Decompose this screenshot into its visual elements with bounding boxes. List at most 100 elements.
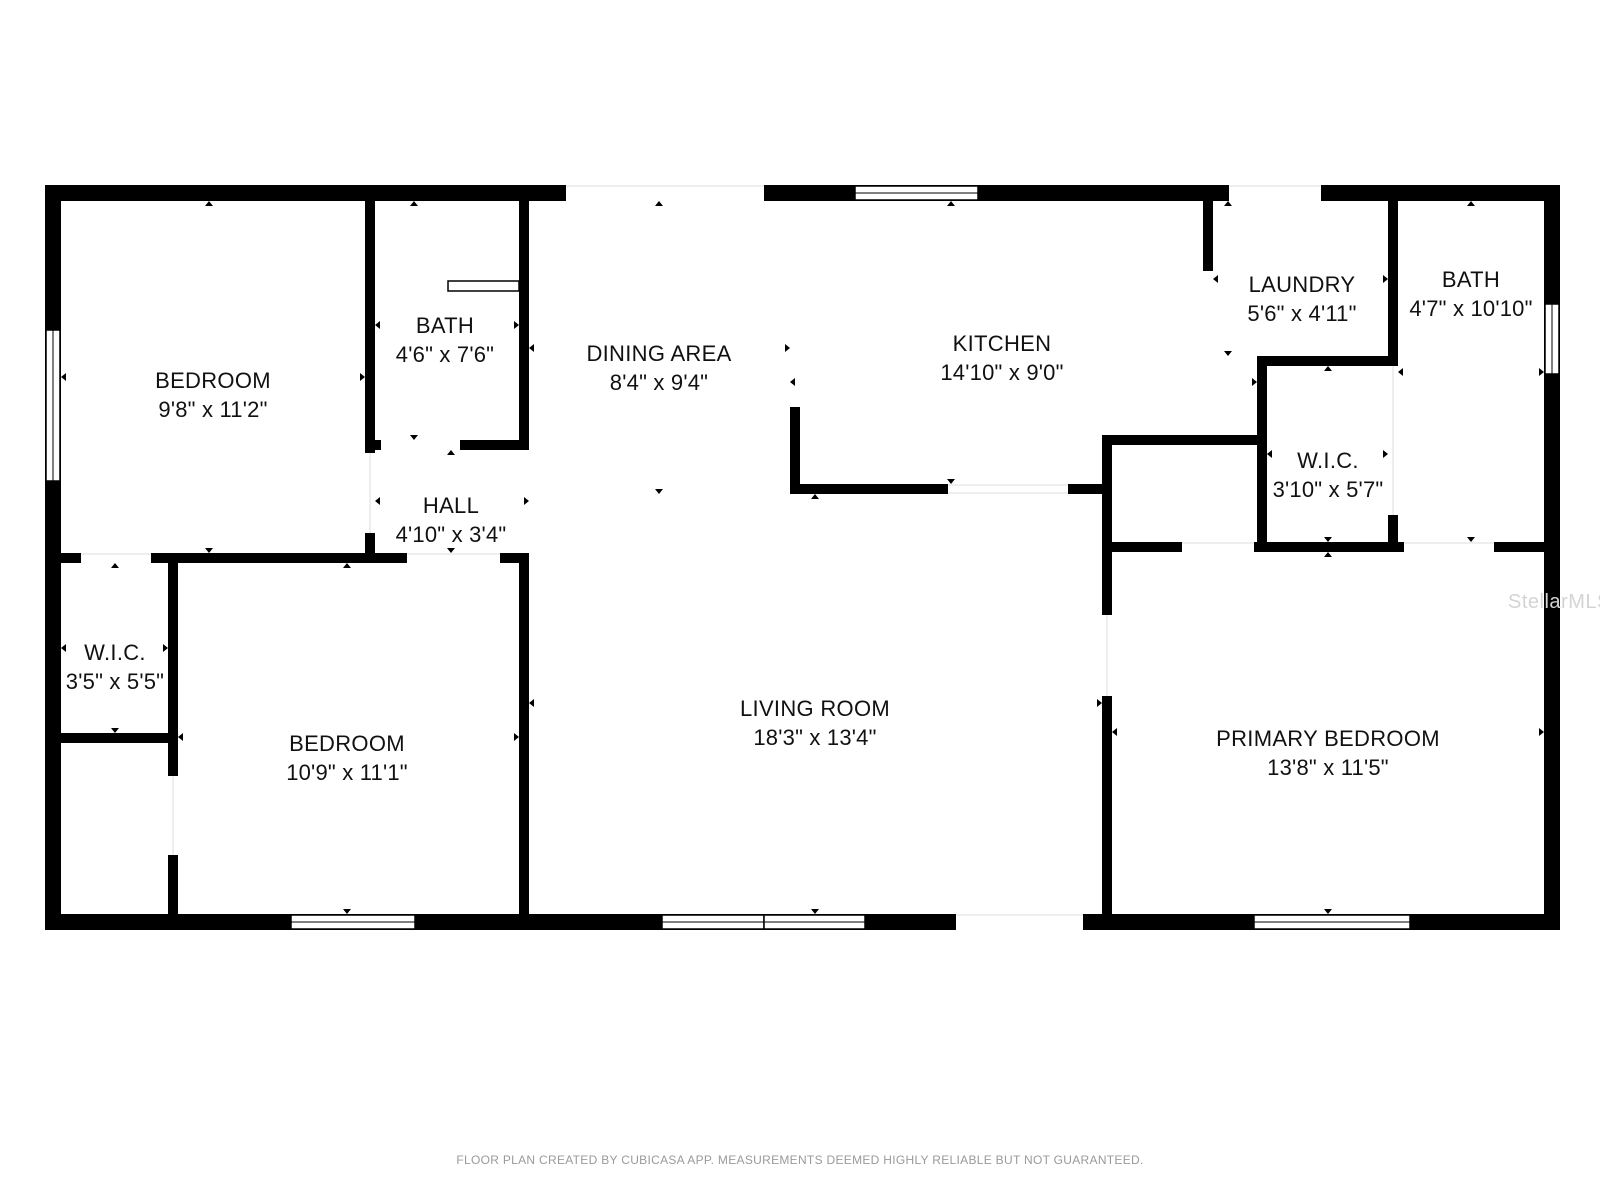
room-name: W.I.C.: [84, 640, 146, 665]
room-name: W.I.C.: [1297, 448, 1359, 473]
marker: [205, 201, 213, 206]
wall-wic1-east-top: [168, 563, 178, 776]
mls-watermark: StellarMLS: [1508, 591, 1600, 613]
room-dimensions: 4'10" x 3'4": [395, 521, 507, 547]
marker: [178, 733, 183, 741]
marker: [1383, 450, 1388, 458]
room-label-bath-1: BATH 4'6" x 7'6": [396, 312, 494, 369]
wall-closet-north: [1102, 435, 1267, 445]
wall-bedroom1-east: [365, 201, 375, 453]
marker: [947, 201, 955, 206]
wall-bedroom2-east: [519, 553, 529, 914]
room-label-wic-2: W.I.C. 3'10" x 5'7": [1273, 447, 1384, 504]
room-dimensions: 9'8" x 11'2": [158, 396, 268, 422]
room-label-bath-2: BATH 4'7" x 10'10": [1409, 266, 1532, 323]
marker: [447, 548, 455, 553]
marker: [343, 563, 351, 568]
room-label-dining-area: DINING AREA 8'4" x 9'4": [586, 340, 731, 397]
room-dimensions: 3'10" x 5'7": [1272, 476, 1384, 502]
marker: [811, 494, 819, 499]
marker: [375, 497, 380, 505]
room-name: KITCHEN: [952, 331, 1052, 356]
exterior-wall-top-right: [1321, 185, 1560, 201]
wall-bath1-south-left: [375, 440, 381, 450]
exterior-wall-top-left: [45, 185, 566, 201]
room-dimensions: 18'3" x 13'4": [753, 724, 877, 750]
exterior-wall-top-mid: [764, 185, 1229, 201]
marker: [1213, 275, 1218, 283]
room-dimensions: 10'9" x 11'1": [286, 759, 408, 785]
room-label-bedroom-2: BEDROOM 10'9" x 11'1": [286, 730, 408, 787]
marker: [360, 373, 365, 381]
room-name: LIVING ROOM: [740, 696, 890, 721]
wall-bedroom1-east-low: [365, 533, 375, 563]
wall-wic1-south: [61, 733, 168, 743]
exterior-wall-left: [45, 185, 61, 930]
marker: [1539, 728, 1544, 736]
room-label-living-room: LIVING ROOM 18'3" x 13'4": [740, 695, 890, 752]
marker: [1324, 537, 1332, 542]
wall-wic2-west: [1257, 356, 1267, 552]
room-label-hall: HALL 4'10" x 3'4": [396, 492, 507, 549]
marker: [1224, 201, 1232, 206]
towel-bar-bath1: [447, 280, 520, 292]
marker: [1539, 368, 1544, 376]
room-dimensions: 3'5" x 5'5": [65, 668, 165, 694]
marker: [655, 489, 663, 494]
footer-disclaimer: FLOOR PLAN CREATED BY CUBICASA APP. MEAS…: [456, 1153, 1144, 1167]
room-name: LAUNDRY: [1248, 272, 1356, 297]
room-dimensions: 8'4" x 9'4": [609, 369, 709, 395]
room-label-bedroom-1: BEDROOM 9'8" x 11'2": [155, 367, 271, 424]
room-name: BEDROOM: [155, 368, 271, 393]
marker: [111, 563, 119, 568]
marker: [343, 909, 351, 914]
wall-bath1-south: [460, 440, 529, 450]
wall-wic2-east-stub: [1388, 515, 1398, 552]
wall-kitchen-stub: [790, 407, 800, 494]
wall-hall-south-right: [500, 553, 529, 563]
marker: [1252, 378, 1257, 386]
marker: [111, 728, 119, 733]
marker: [163, 644, 168, 652]
door-openings: [81, 185, 1494, 916]
marker: [655, 201, 663, 206]
marker: [529, 699, 534, 707]
wall-bath2-west: [1388, 201, 1398, 366]
wall-kitchen-south-b: [1068, 484, 1109, 494]
wall-primary-north-b: [1254, 542, 1404, 552]
wall-primary-west-low: [1102, 696, 1112, 914]
room-dimensions: 13'8" x 11'5": [1267, 754, 1389, 780]
room-dimensions: 4'7" x 10'10": [1409, 295, 1533, 321]
room-name: BATH: [1441, 267, 1501, 292]
room-name: PRIMARY BEDROOM: [1216, 726, 1440, 751]
room-name: BATH: [415, 313, 475, 338]
room-name: BEDROOM: [289, 731, 405, 756]
marker: [1383, 275, 1388, 283]
room-name: HALL: [422, 493, 480, 518]
marker: [514, 321, 519, 329]
marker: [375, 321, 380, 329]
room-label-kitchen: KITCHEN 14'10" x 9'0": [940, 330, 1063, 387]
marker: [514, 733, 519, 741]
marker: [947, 479, 955, 484]
marker: [1324, 366, 1332, 371]
marker: [1398, 368, 1403, 376]
marker: [410, 201, 418, 206]
wall-bedroom1-south-b: [151, 553, 407, 563]
marker: [1112, 728, 1117, 736]
marker: [447, 450, 455, 455]
windows: [45, 185, 1560, 930]
dimension-markers: [61, 201, 1544, 914]
marker: [1467, 537, 1475, 542]
wall-closet-west: [1102, 435, 1112, 615]
marker: [1267, 450, 1272, 458]
wall-bedroom1-south-a: [61, 553, 81, 563]
room-dimensions: 4'6" x 7'6": [395, 341, 495, 367]
exterior-wall-right: [1544, 185, 1560, 930]
wall-wic1-east-low: [168, 855, 178, 914]
room-label-laundry: LAUNDRY 5'6" x 4'11": [1247, 271, 1356, 328]
room-name: DINING AREA: [586, 341, 732, 366]
marker: [61, 644, 66, 652]
marker: [811, 909, 819, 914]
marker: [410, 435, 418, 440]
